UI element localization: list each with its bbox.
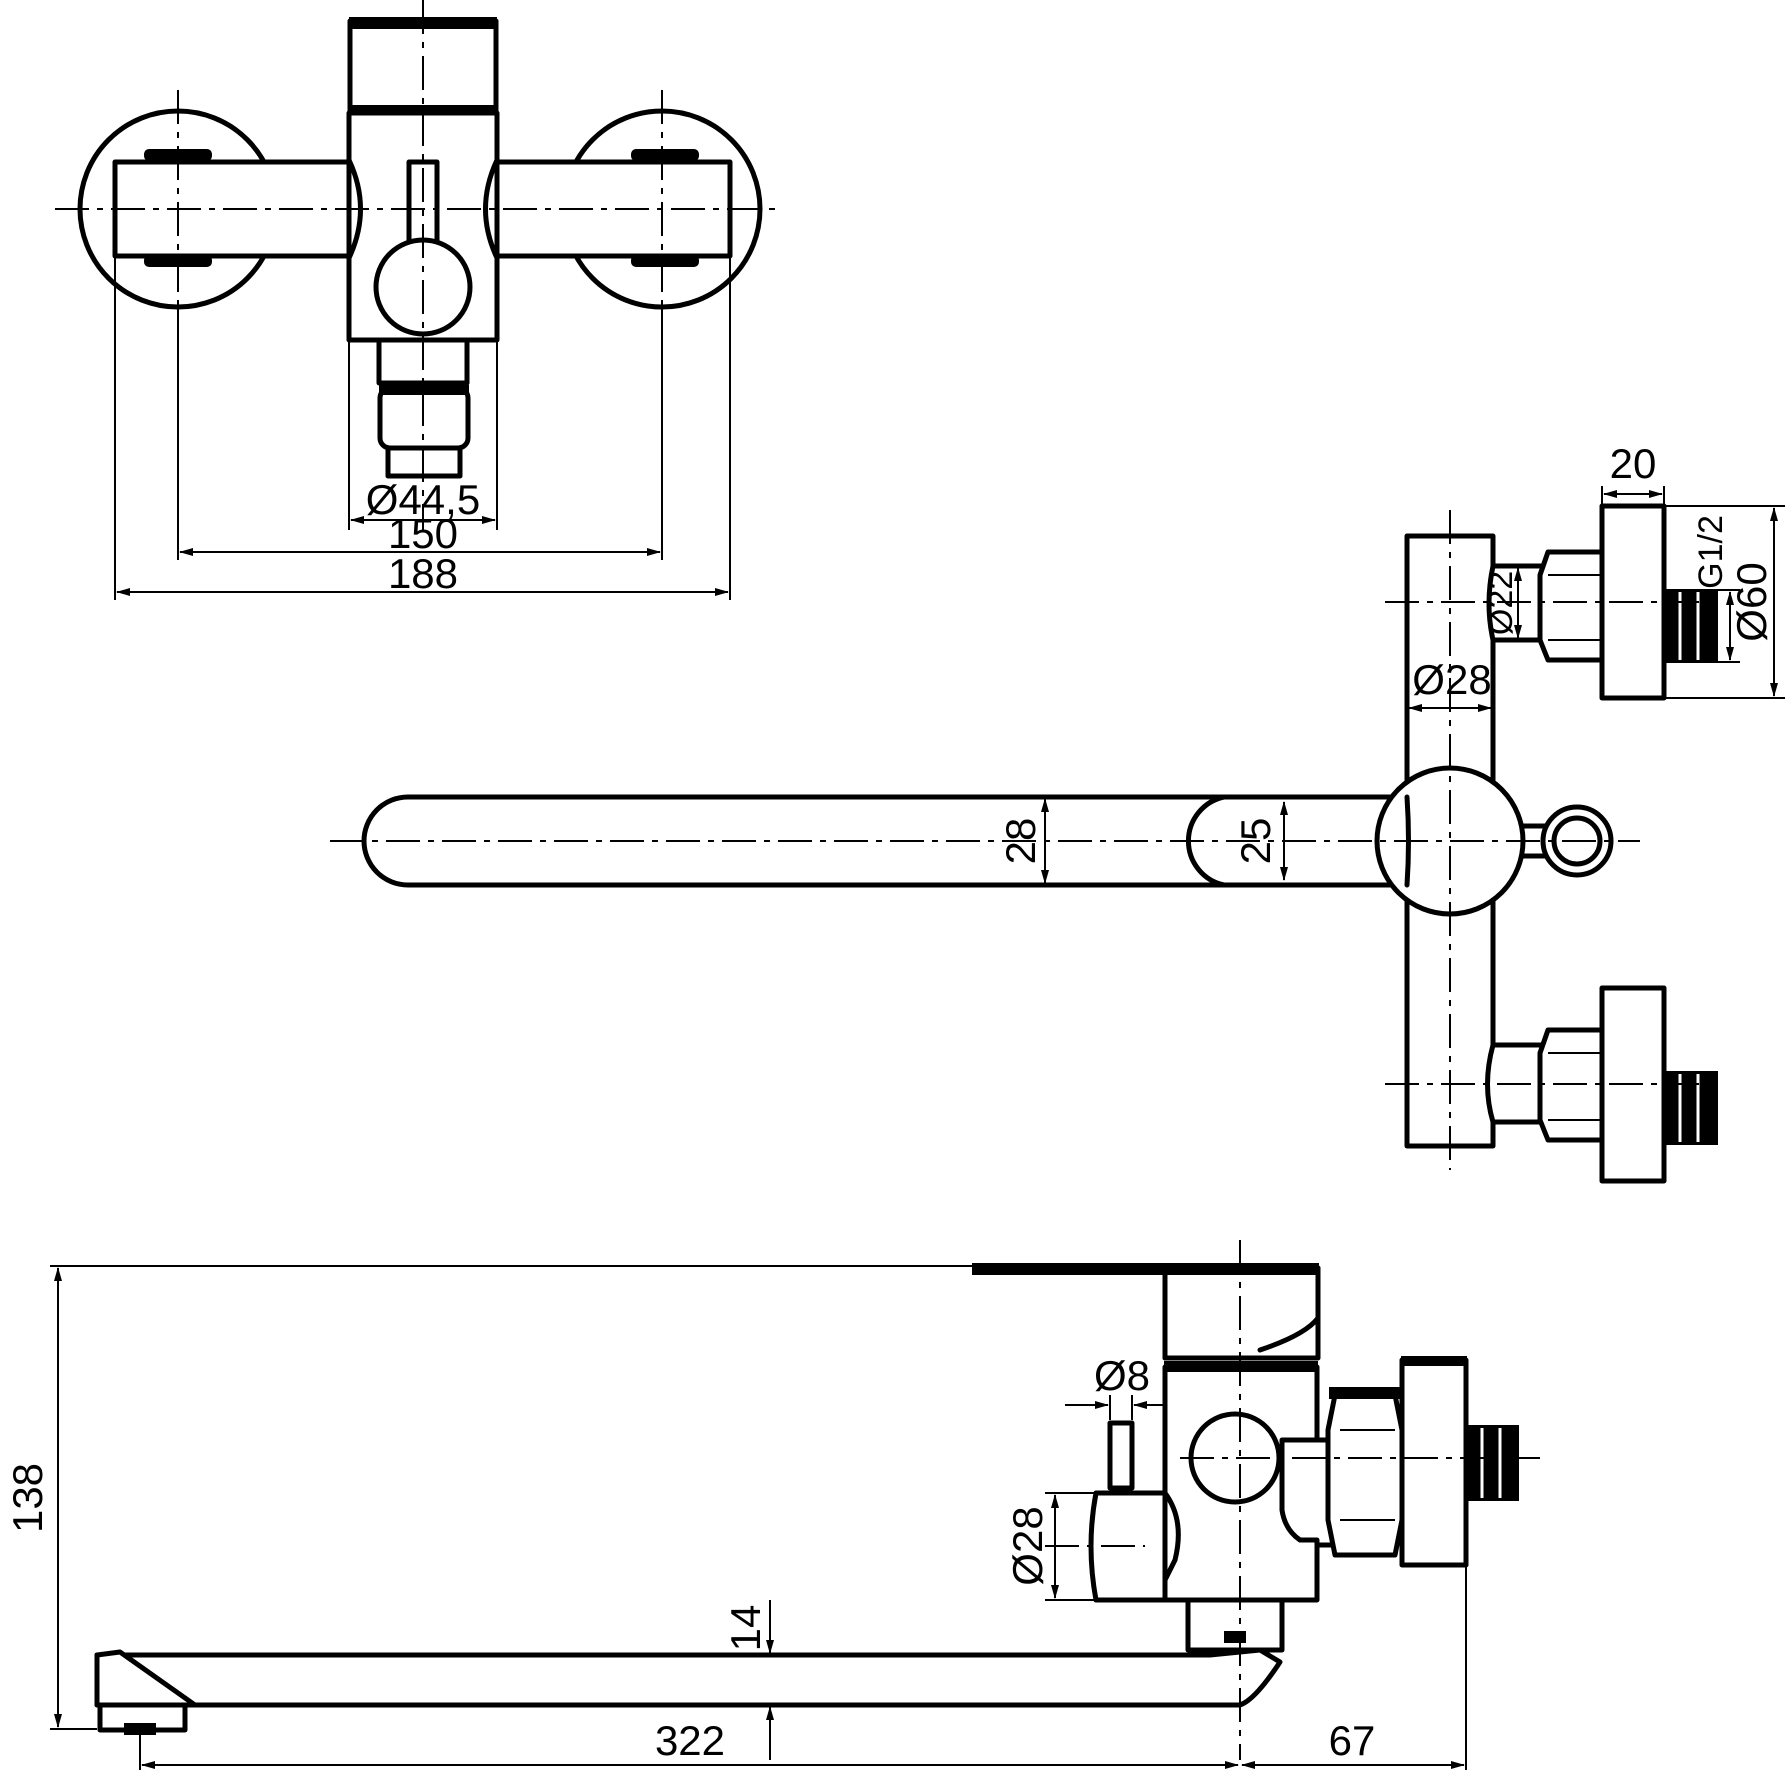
spout-arm [94,1647,1283,1708]
wall-arm [1279,1437,1338,1548]
wall-nut-top [1329,1387,1405,1399]
lever-link [1520,823,1549,859]
dim-thread: G1/2 [1692,515,1730,589]
dim-spout-thickness: 14 [722,1605,769,1652]
wall-escutcheon-top [1401,1356,1467,1366]
lever-block [1162,1265,1321,1361]
diverter-pin [1107,1420,1135,1491]
dim-center-distance: 150 [388,510,458,557]
dim-inlet-diameter: Ø22 [1482,571,1520,635]
spout-tip [94,1649,198,1708]
lower-thread [1663,1071,1718,1145]
wall-nut [1325,1392,1405,1558]
dim-escutcheon-diameter: Ø60 [1728,562,1775,641]
dim-connector-width: 20 [1610,440,1657,487]
side-view: 20 Ø60 G1/2 Ø22 Ø28 28 25 [330,440,1785,1184]
lever-top-edge [972,1263,1319,1275]
dim-spout-inner: 25 [1232,818,1279,865]
outlet-curve [1162,1490,1181,1583]
spout-mount-slot [1224,1631,1246,1643]
upper-thread [1663,589,1718,663]
dim-overall-height: 138 [4,1463,51,1533]
dim-overall-width: 188 [388,550,458,597]
aerator-outlet [124,1723,156,1735]
dim-outlet-diameter: Ø44,5 [366,476,480,523]
spout-mount [1185,1597,1285,1653]
wall-escutcheon [1399,1357,1469,1568]
lever-curve [1257,1315,1321,1353]
right-nut-top [631,149,699,161]
dim-spout-length: 322 [655,1717,725,1764]
dim-spout-width: 28 [997,818,1044,865]
dim-lever-pin: Ø8 [1094,1352,1150,1399]
dim-wall-offset: 67 [1329,1717,1376,1764]
top-view: Ø44,5 150 188 [55,0,780,600]
front-view: 138 Ø8 Ø28 14 322 67 [4,1240,1540,1770]
wall-thread [1465,1425,1519,1501]
dim-body-diameter: Ø28 [1412,656,1491,703]
dim-outlet-body: Ø28 [1004,1506,1051,1585]
housing-curve-right [483,157,500,261]
